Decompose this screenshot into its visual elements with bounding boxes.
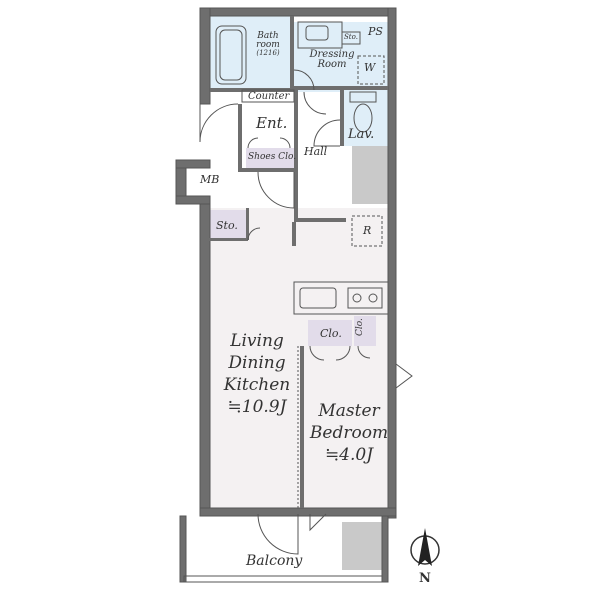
bath-label: Bath room (1216): [256, 31, 280, 57]
bath-floor: [210, 16, 294, 92]
stove: [347, 287, 383, 309]
balcony-rail: [183, 575, 383, 583]
wall-hall-left: [294, 90, 298, 220]
door-closet-1: [309, 345, 351, 361]
master-bedroom-label: Master Bedroom ≒4.0J: [309, 401, 389, 465]
wardrobe-label: W: [364, 61, 376, 74]
doors: [199, 69, 413, 555]
fridge-box: [351, 215, 383, 247]
wall-top: [199, 7, 397, 17]
wall-ent-left: [238, 104, 242, 170]
wall-bedroom-left: [300, 346, 304, 508]
storage-label: Sto.: [216, 219, 238, 232]
door-dressing: [303, 91, 327, 115]
wall-mb-bottom: [175, 195, 211, 205]
wall-balcony-left: [179, 515, 187, 583]
counter-line: [241, 89, 295, 103]
wall-kitchen-partition: [292, 222, 296, 246]
wall-sto-bottom: [208, 238, 248, 241]
column-bottom-right: [342, 522, 388, 570]
kitchen-counter: [293, 281, 389, 315]
columns: [342, 146, 390, 570]
bathtub: [215, 25, 247, 85]
bathtub-inner: [219, 29, 243, 81]
ldk-label: Living Dining Kitchen ≒10.9J: [223, 331, 291, 417]
burner-2: [368, 293, 378, 303]
closet-2-floor: [354, 316, 376, 346]
door-sto: [247, 227, 261, 241]
balcony-label: Balcony: [246, 553, 303, 569]
sto-floor: [210, 210, 248, 240]
wall-sto-right: [246, 208, 249, 240]
floor-fills: [184, 16, 390, 582]
column-right-upper: [352, 146, 390, 204]
refrigerator-label: R: [363, 224, 372, 237]
toilet-tank: [349, 91, 377, 103]
lavatory-label: Lav.: [348, 127, 375, 142]
wall-left-top: [199, 7, 211, 105]
wall-right: [387, 7, 397, 519]
storage-small-label: Sto.: [344, 33, 358, 41]
wall-bath-right: [290, 16, 294, 92]
wardrobe-box: [357, 55, 385, 85]
dressing-label: Dressing Room: [309, 49, 355, 70]
wall-ent-bottom: [238, 168, 294, 172]
hall-label: Hall: [304, 145, 328, 158]
door-lav: [313, 119, 341, 147]
window-right: [395, 363, 413, 389]
door-closet-2: [357, 345, 371, 359]
wall-mb-top: [175, 159, 211, 169]
door-balcony: [257, 513, 299, 555]
shoes-closet-floor: [246, 148, 294, 168]
compass-label: N: [419, 571, 431, 586]
wall-left-mid: [199, 199, 211, 513]
burner-1: [352, 293, 362, 303]
wall-hall-bottom: [294, 218, 346, 222]
walls: [175, 7, 397, 583]
door-bath: [293, 69, 315, 91]
meter-box-label: MB: [200, 173, 220, 186]
toilet-bowl: [353, 103, 373, 133]
dressing-floor: [294, 22, 388, 92]
fixtures: [183, 21, 389, 583]
wall-lav-left: [340, 86, 344, 146]
closet-1-floor: [308, 320, 352, 346]
closet-2-label: Clo.: [355, 318, 365, 336]
sto-shelf: [341, 31, 361, 45]
ps-label: PS: [368, 25, 383, 38]
door-hall-to-ldk: [257, 171, 295, 209]
entrance-label: Ent.: [256, 114, 288, 132]
counter-label: Counter: [248, 91, 290, 102]
closet-1-label: Clo.: [320, 327, 342, 340]
kitchen-sink: [299, 287, 337, 309]
compass-needle: [418, 528, 432, 566]
door-ent-shoes: [247, 137, 291, 149]
door-balcony-2: [309, 513, 327, 532]
bedroom-floor: [304, 346, 390, 514]
compass-icon: [410, 528, 440, 566]
door-entrance: [199, 103, 239, 143]
wall-balcony-right: [381, 515, 389, 583]
shoes-closet-label: Shoes Clo.: [248, 152, 297, 162]
sink-basin: [305, 25, 329, 41]
